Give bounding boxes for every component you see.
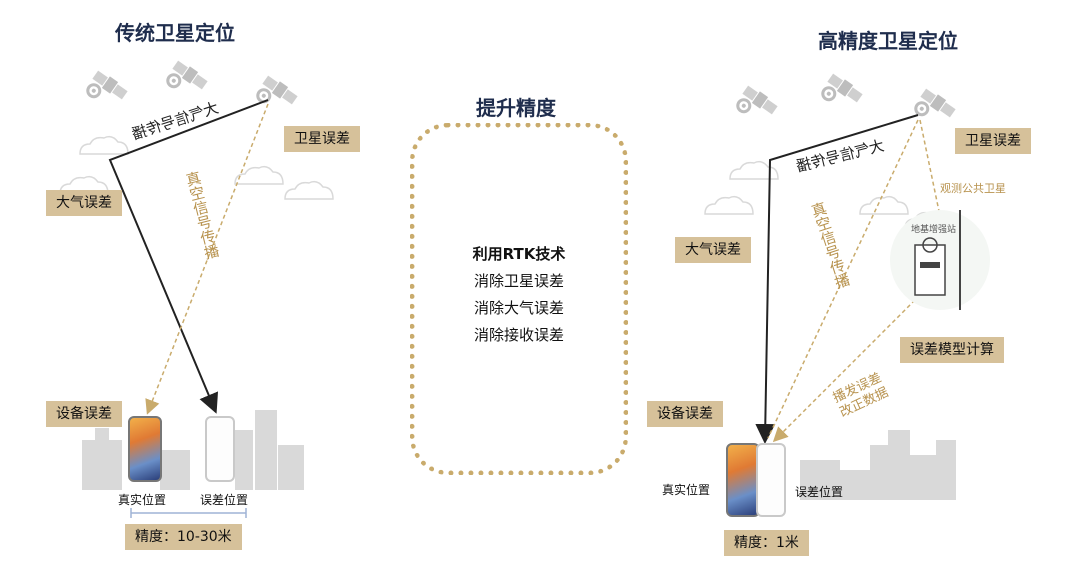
left-tag-satellite-error: 卫星误差	[284, 126, 360, 152]
broadcast-path	[772, 299, 916, 443]
error-phone-image	[205, 416, 235, 482]
right-tag-satellite-error: 卫星误差	[955, 128, 1031, 154]
center-title: 提升精度	[476, 96, 556, 120]
real-phone-image	[726, 443, 760, 517]
satellite-icon-right-2	[817, 70, 866, 117]
error-phone-image	[756, 443, 786, 517]
cloud-icon	[284, 180, 334, 200]
right-tag-model-calc: 误差模型计算	[900, 337, 1004, 363]
city-buildings-left	[82, 410, 304, 490]
left-tag-device-error: 设备误差	[46, 401, 122, 427]
vacuum-signal-path-left	[145, 103, 269, 415]
right-real-position-label: 真实位置	[662, 483, 711, 497]
right-title: 高精度卫星定位	[818, 29, 958, 53]
observe-satellite-label: 观测公共卫星	[940, 182, 1006, 195]
left-tag-accuracy: 精度：10-30米	[125, 524, 242, 550]
satellite-icon-left-1	[82, 67, 131, 114]
right-error-position-label: 误差位置	[795, 485, 844, 499]
real-phone-image	[128, 416, 162, 482]
atmosphere-signal-path-right	[755, 114, 919, 444]
right-tag-accuracy: 精度：1米	[724, 530, 809, 556]
vacuum-signal-path-right	[767, 119, 919, 439]
rtk-info-box	[410, 123, 628, 475]
left-title: 传统卫星定位	[115, 21, 235, 45]
rtk-line-4: 消除接收误差	[473, 326, 564, 344]
right-tag-atmosphere-error: 大气误差	[675, 237, 751, 263]
base-station-icon	[890, 210, 990, 310]
left-error-position-label: 误差位置	[200, 493, 249, 507]
city-buildings-right	[800, 430, 956, 500]
right-tag-device-error: 设备误差	[647, 401, 723, 427]
left-real-position-label: 真实位置	[118, 493, 167, 507]
rtk-line-3: 消除大气误差	[473, 299, 564, 317]
cloud-icon	[79, 135, 129, 155]
satellite-icon-left-3	[252, 72, 301, 119]
satellite-icon-right-1	[732, 82, 781, 129]
rtk-line-2: 消除卫星误差	[473, 272, 564, 290]
cloud-icon	[859, 195, 909, 215]
satellite-icon-right-3	[910, 85, 959, 132]
base-station-label: 地基增强站	[911, 225, 957, 235]
left-tag-atmosphere-error: 大气误差	[46, 190, 122, 216]
satellite-icon-left-2	[162, 57, 211, 104]
cloud-icon	[704, 195, 754, 215]
atmosphere-signal-path-left	[108, 99, 269, 414]
rtk-line-1: 利用RTK技术	[472, 245, 566, 263]
